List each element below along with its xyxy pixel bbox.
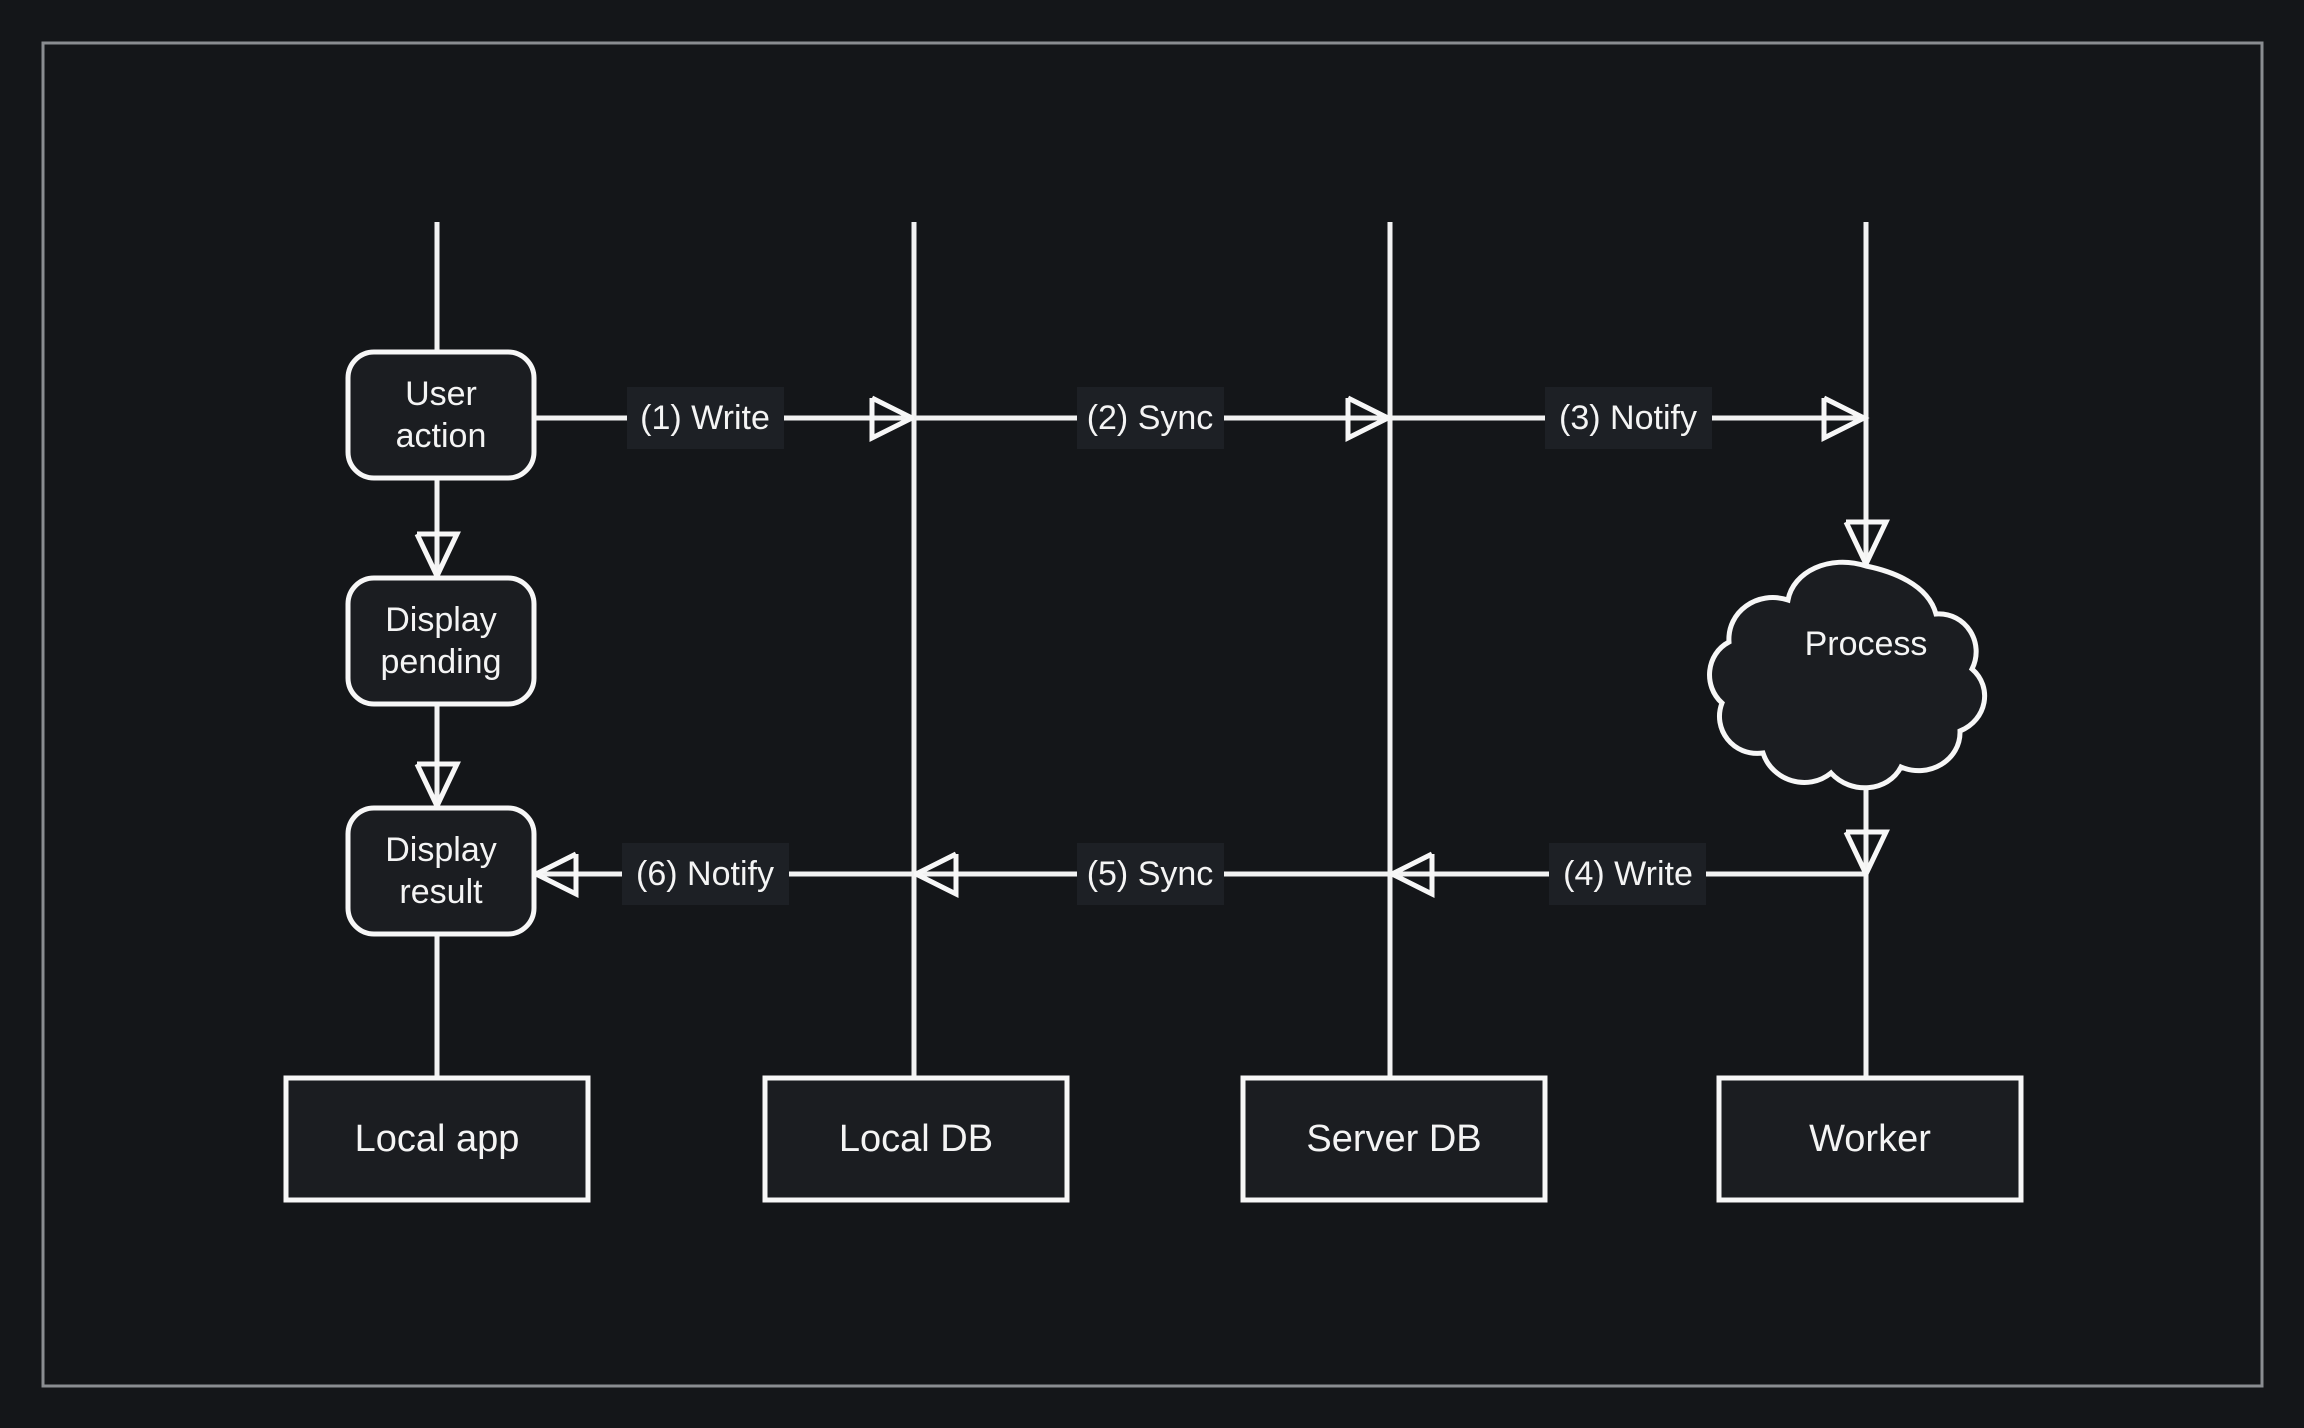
- node-user-action[interactable]: User action: [345, 349, 537, 481]
- message-label-2-bg: [1077, 387, 1224, 449]
- display-pending-box: [345, 575, 537, 707]
- participant-local-db-box: [762, 1075, 1070, 1203]
- message-label-3-bg: [1545, 387, 1712, 449]
- arrowhead-flow-out-of-process: [1843, 829, 1890, 880]
- message-label-4-text: (4) Write: [1563, 855, 1693, 893]
- user-action-label-line2: action: [396, 417, 487, 455]
- message-label-5-sync[interactable]: (5) Sync: [1077, 843, 1224, 905]
- user-action-label-line1: User: [405, 375, 477, 413]
- participant-local-app[interactable]: Local app: [283, 1075, 591, 1203]
- node-display-pending[interactable]: Display pending: [345, 575, 537, 707]
- participant-worker-box: [1716, 1075, 2024, 1203]
- arrowhead-2-sync: [1345, 395, 1394, 443]
- message-label-2-text: (2) Sync: [1087, 399, 1214, 437]
- arrowhead-4-write: [1386, 851, 1435, 899]
- message-label-3-text: (3) Notify: [1559, 399, 1697, 437]
- lifelines: [434, 222, 1869, 1078]
- display-pending-label-line1: Display: [385, 601, 496, 639]
- message-label-2-sync[interactable]: (2) Sync: [1077, 387, 1224, 449]
- process-cloud-label: Process: [1805, 625, 1928, 663]
- message-label-1-write[interactable]: (1) Write: [627, 387, 784, 449]
- message-label-1-bg: [627, 387, 784, 449]
- arrowhead-flow-display-pending: [414, 531, 461, 582]
- message-label-5-text: (5) Sync: [1087, 855, 1214, 893]
- process-cloud-group[interactable]: Process: [1707, 559, 1988, 791]
- participant-local-db[interactable]: Local DB: [762, 1075, 1070, 1203]
- participant-server-db-label: Server DB: [1306, 1118, 1481, 1160]
- arrowhead-5-sync: [910, 851, 959, 899]
- node-display-result[interactable]: Display result: [345, 805, 537, 937]
- diagram-frame: [41, 41, 2264, 1388]
- message-labels: (1) Write (2) Sync (3) Notify (4) Write …: [622, 387, 1712, 905]
- display-result-box: [345, 805, 537, 937]
- message-label-5-bg: [1077, 843, 1224, 905]
- process-cloud-shape: [1707, 559, 1988, 791]
- display-result-label-line1: Display: [385, 831, 496, 869]
- message-label-4-write[interactable]: (4) Write: [1549, 843, 1706, 905]
- participant-server-db[interactable]: Server DB: [1240, 1075, 1548, 1203]
- participant-local-db-label: Local DB: [839, 1118, 993, 1160]
- message-label-4-bg: [1549, 843, 1706, 905]
- message-label-3-notify[interactable]: (3) Notify: [1545, 387, 1712, 449]
- participant-worker[interactable]: Worker: [1716, 1075, 2024, 1203]
- message-label-6-text: (6) Notify: [636, 855, 774, 893]
- message-label-6-bg: [622, 843, 789, 905]
- arrowhead-flow-display-result: [414, 761, 461, 812]
- user-action-box: [345, 349, 537, 481]
- message-label-1-text: (1) Write: [640, 399, 770, 437]
- arrowhead-1-write: [869, 395, 918, 443]
- arrowhead-3-notify: [1821, 395, 1870, 443]
- participant-local-app-label: Local app: [355, 1118, 520, 1160]
- participant-server-db-box: [1240, 1075, 1548, 1203]
- display-pending-label-line2: pending: [380, 643, 501, 681]
- arrowhead-flow-into-process: [1843, 519, 1890, 570]
- message-label-6-notify[interactable]: (6) Notify: [622, 843, 789, 905]
- participant-local-app-box: [283, 1075, 591, 1203]
- arrowhead-6-notify: [530, 851, 579, 899]
- flow-arrows: [414, 478, 1890, 880]
- display-result-label-line2: result: [399, 873, 483, 911]
- participant-worker-label: Worker: [1809, 1118, 1931, 1160]
